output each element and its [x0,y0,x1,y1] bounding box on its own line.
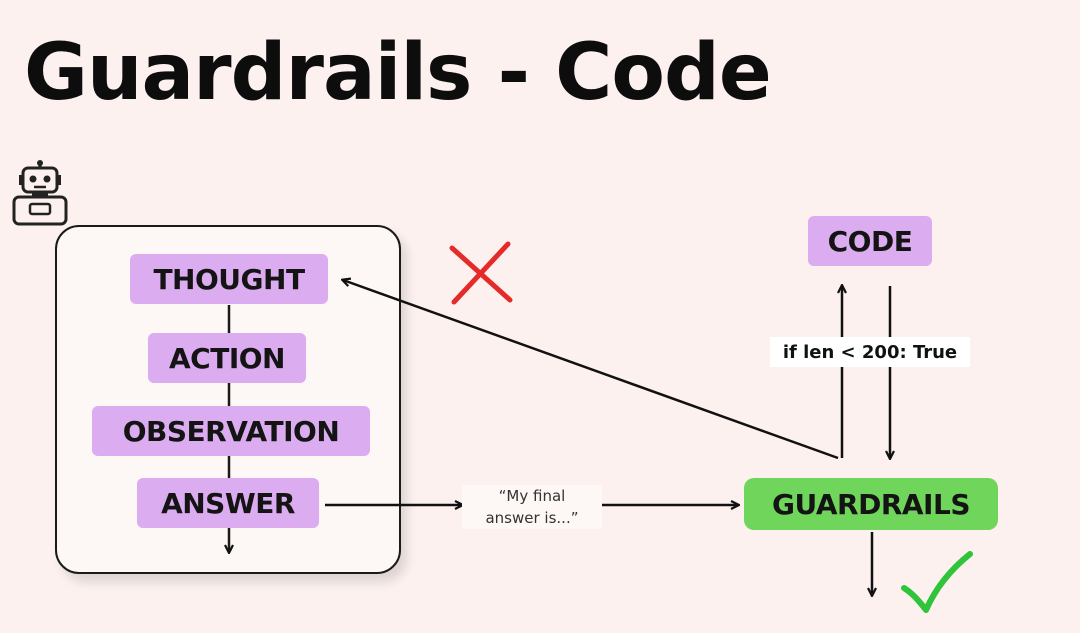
node-guardrails: GUARDRAILS [744,478,998,530]
page-title: Guardrails - Code [24,28,772,118]
node-code: CODE [808,216,932,266]
node-action: ACTION [148,333,306,383]
quote-line-2: answer is...” [485,509,579,527]
x-mark-icon [449,241,513,305]
node-thought: THOUGHT [130,254,328,304]
answer-quote-label: “My final answer is...” [462,485,602,529]
robot-icon [12,160,68,226]
node-observation: OBSERVATION [92,406,370,456]
quote-line-1: “My final [498,487,566,505]
check-mark-icon [901,551,973,613]
guardrails-to-thought-arrow [343,280,839,460]
code-condition-label: if len < 200: True [770,337,970,367]
node-answer: ANSWER [137,478,319,528]
